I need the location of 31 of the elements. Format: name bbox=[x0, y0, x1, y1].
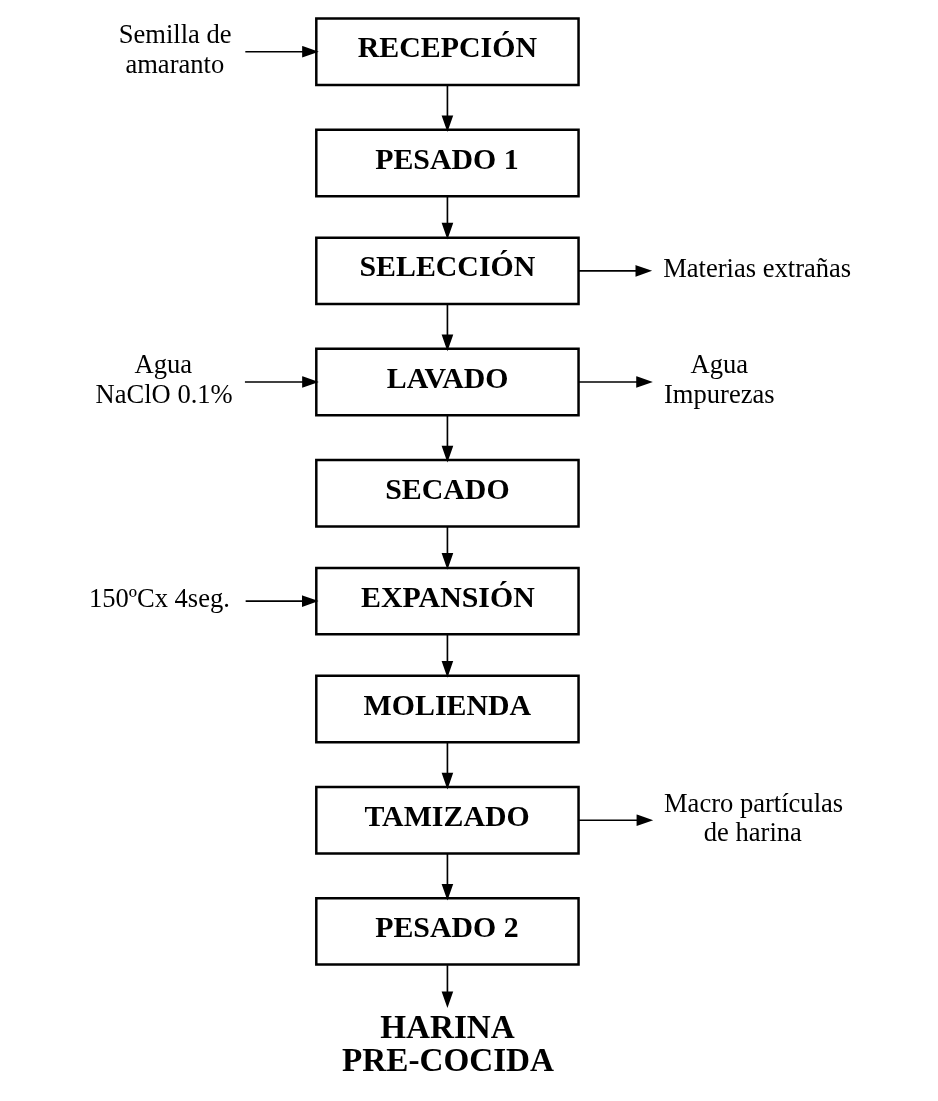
arrow bbox=[577, 265, 653, 277]
node-text: HARINA PRE-COCIDA bbox=[342, 1007, 555, 1078]
node-box: PESADO 2 bbox=[315, 896, 580, 966]
node-text: Agua Impurezas bbox=[664, 349, 775, 410]
arrow bbox=[441, 633, 454, 678]
arrow bbox=[441, 195, 454, 240]
node-text: 150ºCx 4seg. bbox=[88, 583, 230, 614]
arrow bbox=[244, 595, 319, 607]
arrow bbox=[244, 376, 319, 388]
arrow bbox=[441, 964, 454, 1009]
node-box: MOLIENDA bbox=[315, 674, 580, 744]
arrow bbox=[244, 45, 319, 58]
node-box: SELECCIÓN bbox=[315, 236, 580, 306]
node-text: Materias extrañas bbox=[663, 253, 852, 284]
arrow bbox=[441, 525, 454, 570]
arrow bbox=[577, 814, 654, 827]
node-box: TAMIZADO bbox=[315, 785, 580, 855]
node-text: Agua NaClO 0.1% bbox=[95, 349, 233, 410]
node-box: EXPANSIÓN bbox=[315, 566, 580, 636]
node-box: LAVADO bbox=[315, 347, 580, 417]
arrow bbox=[441, 741, 454, 790]
node-text: Macro partículas de harina bbox=[664, 787, 844, 848]
node-box: RECEPCIÓN bbox=[315, 17, 580, 87]
arrow bbox=[577, 376, 653, 388]
arrow bbox=[441, 84, 454, 133]
node-text: Semilla de amaranto bbox=[118, 19, 232, 79]
arrow bbox=[441, 303, 454, 352]
arrow bbox=[441, 852, 454, 901]
node-box: PESADO 1 bbox=[315, 128, 580, 198]
node-box: SECADO bbox=[315, 458, 580, 528]
arrow bbox=[441, 414, 454, 463]
